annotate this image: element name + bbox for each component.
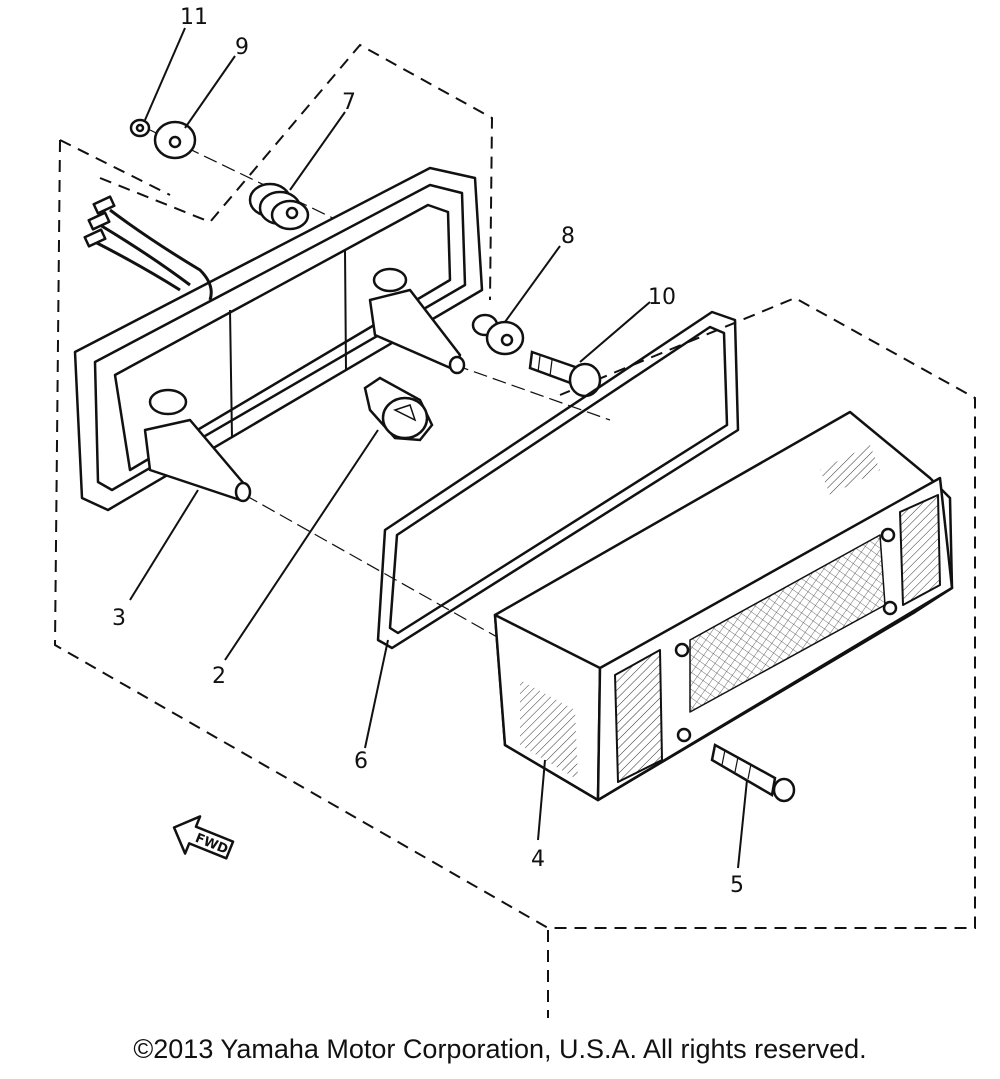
washer-part: [153, 120, 197, 160]
light-base-housing: [73, 166, 484, 512]
callout-8: 8: [561, 224, 575, 249]
gasket-part: [376, 310, 740, 650]
exploded-parts-diagram: 11 9 7 8 10 3 2 6 4 5 FWD: [53, 5, 976, 1018]
callout-3: 3: [112, 606, 126, 631]
bolt-part: [528, 350, 602, 398]
callout-leaders: [129, 27, 748, 869]
screw-part: [710, 743, 796, 803]
callout-9: 9: [235, 35, 249, 60]
callout-5: 5: [730, 873, 744, 898]
callout-10: 10: [648, 285, 676, 310]
callout-numbers: 11 9 7 8 10 3 2 6 4 5: [112, 5, 744, 898]
copyright-notice: ©2013 Yamaha Motor Corporation, U.S.A. A…: [133, 1034, 867, 1064]
callout-6: 6: [354, 749, 368, 774]
callout-11: 11: [180, 5, 208, 30]
nut-part: [129, 118, 151, 138]
callout-4: 4: [531, 847, 545, 872]
collar-part: [471, 313, 525, 356]
group-boundary-lines: [53, 43, 976, 1018]
tail-light-lens: [493, 410, 954, 802]
callout-7: 7: [342, 90, 356, 115]
bulb-part: [363, 376, 434, 442]
forward-arrow-icon: FWD: [172, 815, 235, 860]
grommet-part: [248, 182, 310, 231]
callout-2: 2: [212, 664, 226, 689]
